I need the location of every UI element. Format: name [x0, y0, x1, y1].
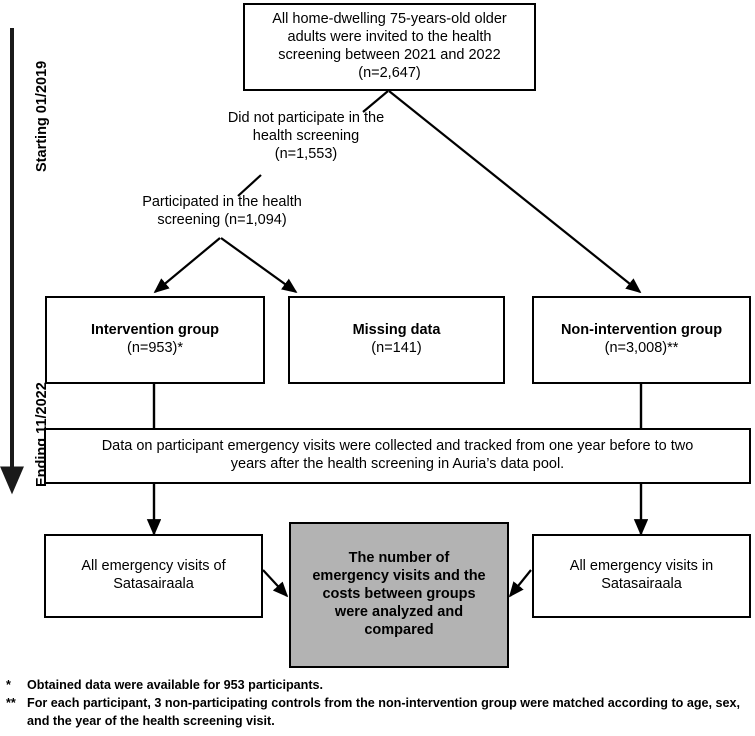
node-comparison-result: The number of emergency visits and the c… [289, 522, 509, 668]
connector-participants-to-intervention [153, 237, 221, 294]
timeline-start-label: Starting 01/2019 [34, 60, 50, 172]
node-data-collection-line2: years after the health screening in Auri… [230, 456, 565, 472]
footnote-double-asterisk-mark: ** [6, 696, 16, 710]
node-data-collection: Data on participant emergency visits wer… [44, 428, 751, 484]
node-missing-data: Missing data (n=141) [288, 296, 505, 384]
connector-nonparticipants-to-participants [237, 174, 262, 197]
node-left-emergency-visits-line2: Satasairaala [113, 576, 194, 592]
node-non-intervention-group-title: Non-intervention group [560, 322, 723, 339]
node-invited-cohort: All home-dwelling 75-years-old older adu… [243, 3, 536, 91]
footnote-single-asterisk-mark: * [6, 678, 11, 692]
node-intervention-group-count: (n=953)* [126, 340, 184, 356]
connector-right-visits-to-comparison [508, 569, 532, 598]
label-did-not-participate: Did not participate in the health screen… [227, 110, 385, 162]
node-invited-cohort-line4: (n=2,647) [358, 64, 421, 81]
connector-top-to-nonparticipants [362, 90, 389, 113]
node-intervention-group: Intervention group (n=953)* [45, 296, 265, 384]
label-participated: Participated in the health screening (n=… [142, 194, 302, 228]
node-left-emergency-visits-line1: All emergency visits of [81, 558, 226, 575]
connector-left-visits-to-comparison [262, 569, 289, 598]
connector-participants-to-missing [220, 237, 298, 294]
footnote-double-asterisk-text: For each participant, 3 non-participatin… [27, 696, 741, 728]
node-comparison-result-line5: compared [364, 621, 434, 638]
node-missing-data-title: Missing data [352, 322, 441, 339]
node-right-emergency-visits-line1: All emergency visits in [569, 558, 714, 575]
node-left-emergency-visits: All emergency visits of Satasairaala [44, 534, 263, 618]
node-data-collection-line1: Data on participant emergency visits wer… [101, 438, 694, 455]
footnote-single-asterisk: * Obtained data were available for 953 p… [6, 676, 751, 694]
node-right-emergency-visits-line2: Satasairaala [601, 576, 682, 592]
node-invited-cohort-line3: screening between 2021 and 2022 [278, 47, 501, 63]
node-intervention-group-title: Intervention group [90, 322, 220, 339]
node-invited-cohort-line1: All home-dwelling 75-years-old older [272, 11, 507, 28]
node-invited-cohort-line2: adults were invited to the health [287, 29, 492, 46]
node-comparison-result-line4: were analyzed and [334, 603, 464, 620]
footnotes: * Obtained data were available for 953 p… [6, 676, 751, 730]
footnote-single-asterisk-text: Obtained data were available for 953 par… [27, 678, 324, 692]
node-non-intervention-group: Non-intervention group (n=3,008)** [532, 296, 751, 384]
footnote-double-asterisk: ** For each participant, 3 non-participa… [6, 694, 751, 730]
node-non-intervention-group-count: (n=3,008)** [604, 340, 679, 356]
node-right-emergency-visits: All emergency visits in Satasairaala [532, 534, 751, 618]
node-comparison-result-line1: The number of [348, 550, 450, 567]
node-comparison-result-line2: emergency visits and the [312, 568, 486, 585]
node-missing-data-count: (n=141) [371, 340, 422, 356]
connector-top-to-non-intervention [388, 90, 642, 294]
node-comparison-result-line3: costs between groups [322, 586, 476, 603]
